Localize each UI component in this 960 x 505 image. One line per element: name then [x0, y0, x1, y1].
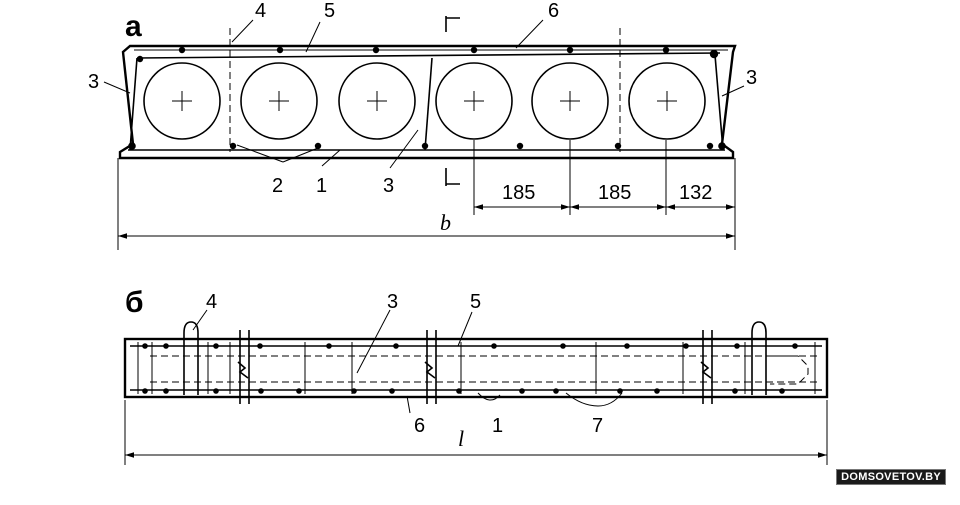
leader-lines-a [103, 19, 745, 169]
top-mesh-line [136, 52, 721, 59]
hollow-core [628, 62, 706, 140]
end-anchor-detail [770, 355, 809, 385]
lifting-loop-left [183, 321, 199, 395]
callout-3-right: 3 [746, 67, 757, 89]
longitudinal-rebar-lines [130, 345, 822, 391]
hollow-core [435, 62, 513, 140]
callout-3-left: 3 [88, 71, 99, 93]
slab-outline [118, 44, 737, 160]
slab-longitudinal-outline [123, 337, 829, 399]
callout-3-b: 3 [387, 291, 398, 313]
vertical-frames [137, 342, 816, 394]
section-cut-mark-top [445, 16, 460, 32]
dimension-132: 132 [679, 182, 712, 204]
core-center-marks [172, 91, 677, 111]
width-label-b: b [440, 210, 451, 235]
watermark: DOMSOVETOV.BY [836, 469, 946, 485]
rebar-dots-bottom [128, 142, 726, 150]
longitudinal-view: б [123, 286, 829, 465]
callout-3-middle: 3 [383, 175, 394, 197]
callout-6-b: 6 [414, 415, 425, 437]
callout-1: 1 [316, 175, 327, 197]
callout-5: 5 [324, 0, 335, 22]
callout-2: 2 [272, 175, 283, 197]
frame-right [714, 54, 724, 151]
lifting-loop-right [751, 321, 767, 395]
callout-5-b: 5 [470, 291, 481, 313]
dimension-185-second: 185 [598, 182, 631, 204]
hollow-core [338, 62, 416, 140]
section-cut-mark-bottom [445, 168, 460, 186]
frame-middle [424, 57, 433, 151]
dimension-185-first: 185 [502, 182, 535, 204]
rebar-dots-longitudinal [142, 343, 798, 394]
callout-7-b: 7 [592, 415, 603, 437]
dimension-extension-lines [117, 140, 736, 250]
view-label-a: а [125, 10, 142, 43]
length-label-l: l [458, 426, 464, 451]
callout-4: 4 [255, 0, 266, 22]
hollow-core [531, 62, 609, 140]
callout-4-b: 4 [206, 291, 217, 313]
longitudinal-dashed-core-lines [150, 355, 820, 383]
cross-section-view: а [88, 0, 757, 250]
leader-lines-b [192, 309, 623, 414]
hollow-core [240, 62, 318, 140]
rebar-dots-top [136, 46, 719, 63]
hollow-core [143, 62, 221, 140]
view-label-b: б [125, 286, 144, 319]
callout-1-b: 1 [492, 415, 503, 437]
hollow-cores [143, 62, 706, 140]
break-symbols [237, 330, 713, 404]
frame-left [129, 57, 138, 151]
callout-6: 6 [548, 0, 559, 22]
